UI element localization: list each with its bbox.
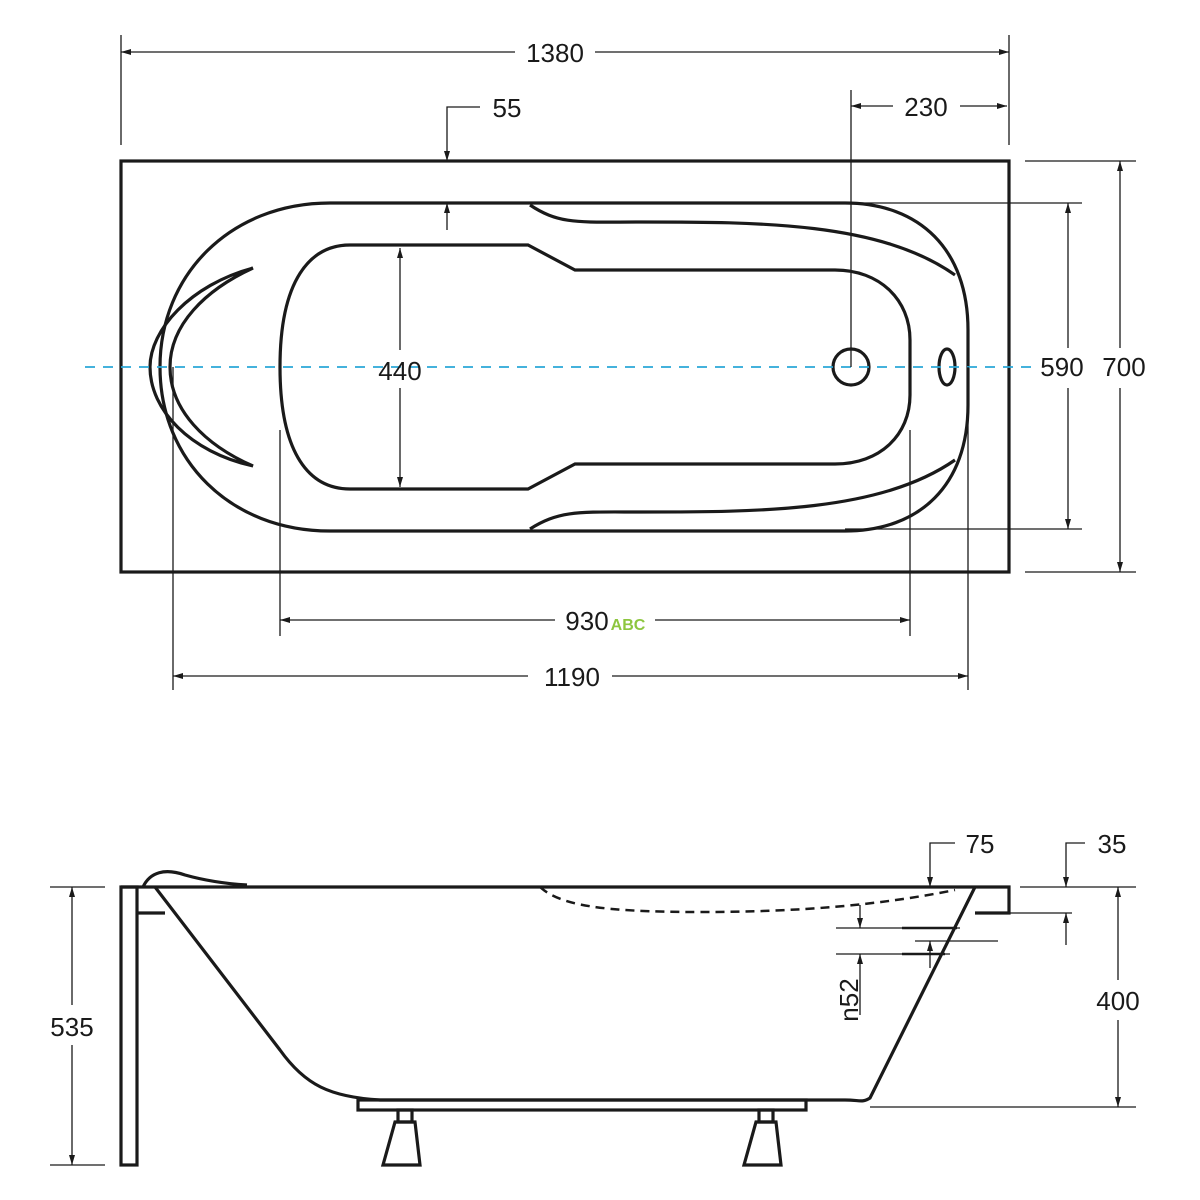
base-frame [356, 1098, 808, 1112]
dim-rim-offset: 55 [493, 93, 522, 123]
dim-total-height: 535 [50, 1012, 93, 1042]
dim-rim-thickness: 35 [1098, 829, 1127, 859]
top-view: 1380 55 230 590 700 440 930 ABC [85, 35, 1146, 692]
dim-bottom-length: 930 [565, 606, 608, 636]
watermark: ABC [611, 617, 646, 634]
basin-bottom [278, 243, 912, 491]
dim-inner-width: 590 [1040, 352, 1083, 382]
dim-drain-offset: 230 [904, 92, 947, 122]
basin-outline [158, 201, 970, 533]
headrest [148, 266, 254, 468]
dim-overflow-offset: 75 [966, 829, 995, 859]
dim-overall-length: 1380 [526, 38, 584, 68]
front-panel [119, 885, 139, 1167]
dim-overall-width: 700 [1102, 352, 1145, 382]
dim-bottom-width: 440 [378, 356, 421, 386]
dim-inner-length: 1190 [544, 662, 600, 692]
armrest-bottom [529, 458, 956, 531]
side-view: 535 400 35 75 n52 [50, 829, 1140, 1167]
foot-right [741, 1108, 783, 1167]
headrest-profile [141, 870, 248, 888]
foot-left [380, 1108, 422, 1167]
dim-overflow-diameter: n52 [834, 978, 864, 1021]
dim-tub-depth: 400 [1096, 986, 1139, 1016]
hidden-armrest [539, 886, 956, 914]
armrest-top [529, 203, 956, 277]
rim-top [121, 885, 1011, 915]
